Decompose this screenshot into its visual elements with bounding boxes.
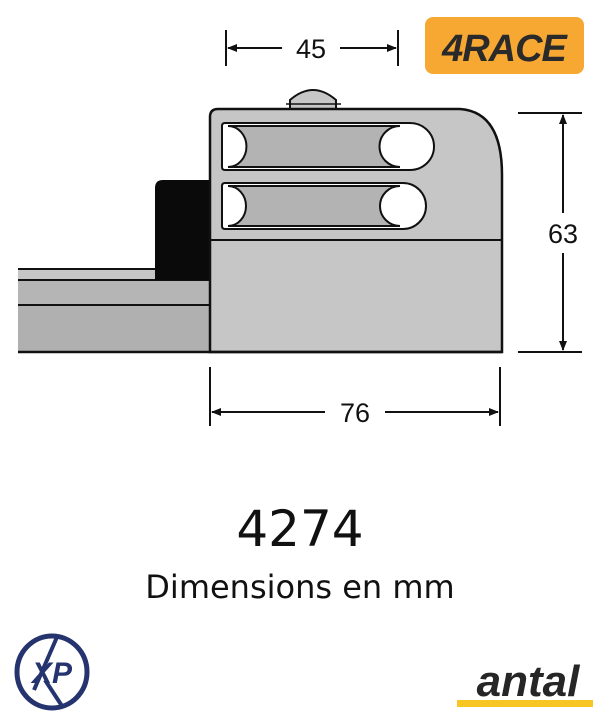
svg-text:4RACE: 4RACE — [441, 28, 568, 70]
sheave-lower — [221, 182, 427, 230]
dimension-63 — [518, 112, 582, 353]
track-rails — [18, 268, 210, 352]
4race-logo: 4RACE — [425, 17, 584, 74]
end-stop-block — [155, 180, 212, 280]
dimension-76 — [209, 367, 501, 426]
units-label: Dimensions en mm — [145, 568, 455, 606]
dimension-76-label: 76 — [340, 398, 370, 428]
svg-text:antal: antal — [477, 657, 580, 706]
dimension-45-label: 45 — [296, 34, 326, 64]
product-code: 4274 — [236, 500, 364, 558]
antal-logo: antal — [457, 657, 593, 707]
svg-text:XP: XP — [30, 657, 73, 690]
xp-logo: XP — [14, 633, 90, 711]
dimension-45 — [225, 30, 399, 66]
sheave-upper — [221, 122, 435, 171]
dimension-63-label: 63 — [548, 219, 578, 249]
screw-head — [286, 89, 341, 110]
